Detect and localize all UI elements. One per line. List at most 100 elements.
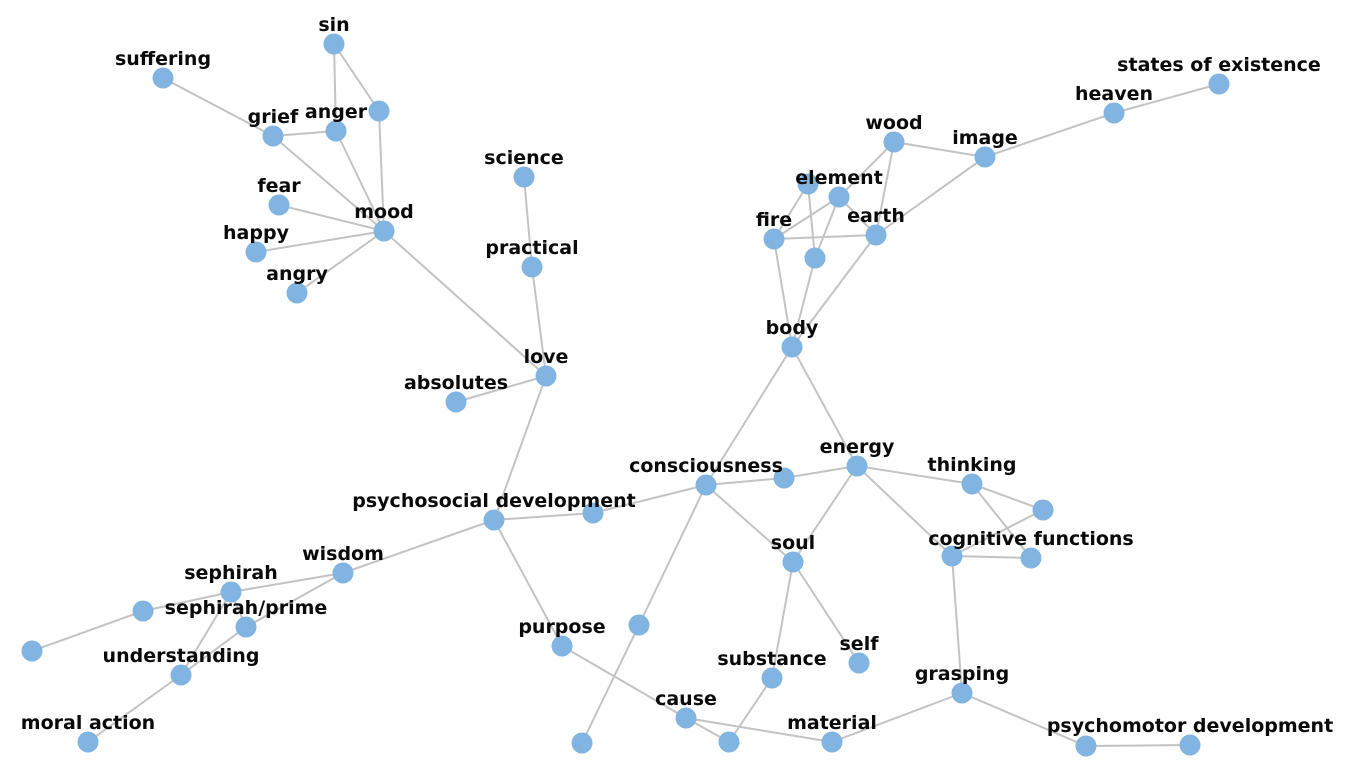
graph-node-fire[interactable] bbox=[763, 228, 785, 250]
graph-node-wood[interactable] bbox=[883, 131, 905, 153]
graph-node-absolutes[interactable] bbox=[445, 391, 467, 413]
node-label-moral_action: moral action bbox=[21, 712, 155, 734]
graph-node-wisdom[interactable] bbox=[332, 562, 354, 584]
edge-cause-material bbox=[685, 717, 833, 743]
edge-earth-image bbox=[875, 156, 986, 236]
graph-node-n_e[interactable] bbox=[1032, 499, 1054, 521]
node-label-love: love bbox=[524, 346, 569, 368]
nodes-layer bbox=[21, 33, 1230, 757]
graph-node-self[interactable] bbox=[848, 652, 870, 674]
edge-fear-mood bbox=[278, 204, 385, 232]
graph-node-grief[interactable] bbox=[262, 125, 284, 147]
node-label-sephirah: sephirah bbox=[184, 562, 278, 584]
graph-node-practical[interactable] bbox=[521, 256, 543, 278]
edge-substance-n_j bbox=[728, 677, 773, 743]
graph-node-sephirah_prime[interactable] bbox=[235, 616, 257, 638]
edge-n_e-n_f bbox=[951, 509, 1044, 557]
graph-node-angry[interactable] bbox=[286, 282, 308, 304]
node-label-material: material bbox=[787, 712, 877, 734]
edge-grasping-n_p1 bbox=[961, 692, 1087, 747]
node-label-suffering: suffering bbox=[115, 48, 211, 70]
edge-consciousness-n_d bbox=[705, 477, 785, 486]
graph-node-energy[interactable] bbox=[846, 455, 868, 477]
graph-node-sin[interactable] bbox=[323, 33, 345, 55]
node-label-heaven: heaven bbox=[1075, 83, 1153, 105]
graph-node-n_k[interactable] bbox=[132, 600, 154, 622]
graph-node-n_i[interactable] bbox=[628, 614, 650, 636]
node-label-psychodev: psychosocial development bbox=[352, 490, 635, 512]
graph-node-n_h[interactable] bbox=[571, 732, 593, 754]
graph-node-happy[interactable] bbox=[245, 241, 267, 263]
graph-node-states_of_existence[interactable] bbox=[1208, 73, 1230, 95]
graph-node-mood[interactable] bbox=[373, 220, 395, 242]
graph-node-moral_action[interactable] bbox=[77, 731, 99, 753]
graph-node-fear[interactable] bbox=[268, 194, 290, 216]
graph-node-heaven[interactable] bbox=[1103, 102, 1125, 124]
node-label-sephirah_prime: sephirah/prime bbox=[165, 597, 328, 619]
node-label-sin: sin bbox=[318, 14, 349, 36]
graph-node-n_p1[interactable] bbox=[1075, 735, 1097, 757]
edge-element-wood bbox=[838, 141, 895, 198]
graph-node-cause[interactable] bbox=[675, 707, 697, 729]
edge-thinking-cogfunc bbox=[971, 483, 1032, 559]
edge-soul-energy bbox=[792, 465, 858, 563]
edge-consciousness-n_i bbox=[638, 484, 707, 626]
edge-sin-n_a bbox=[333, 43, 380, 112]
edge-fire-element bbox=[773, 196, 840, 240]
graph-node-n_l[interactable] bbox=[21, 640, 43, 662]
edge-mood-love bbox=[383, 230, 547, 377]
graph-node-psychomotor[interactable] bbox=[1179, 734, 1201, 756]
graph-node-purpose[interactable] bbox=[551, 635, 573, 657]
edge-energy-body bbox=[791, 346, 858, 467]
graph-node-sephirah[interactable] bbox=[220, 581, 242, 603]
edge-body-earth bbox=[791, 234, 877, 348]
node-label-body: body bbox=[766, 317, 819, 339]
graph-node-n_p2[interactable] bbox=[582, 502, 604, 524]
edge-psychodev-wisdom bbox=[342, 519, 495, 574]
node-label-self: self bbox=[840, 633, 880, 655]
graph-node-thinking[interactable] bbox=[961, 473, 983, 495]
graph-node-n_b[interactable] bbox=[804, 247, 826, 269]
graph-node-earth[interactable] bbox=[865, 224, 887, 246]
graph-node-anger[interactable] bbox=[325, 120, 347, 142]
node-label-substance: substance bbox=[717, 648, 826, 670]
graph-node-consciousness[interactable] bbox=[695, 474, 717, 496]
edge-n_b-n_c bbox=[807, 183, 816, 259]
graph-node-material[interactable] bbox=[821, 731, 843, 753]
edge-grief-anger bbox=[272, 130, 337, 137]
graph-node-soul[interactable] bbox=[782, 551, 804, 573]
graph-node-n_a[interactable] bbox=[368, 100, 390, 122]
graph-node-substance[interactable] bbox=[761, 667, 783, 689]
node-label-soul: soul bbox=[771, 532, 815, 554]
graph-node-cogfunc[interactable] bbox=[1020, 547, 1042, 569]
graph-node-science[interactable] bbox=[513, 166, 535, 188]
edge-image-heaven bbox=[984, 112, 1115, 158]
edge-substance-soul bbox=[771, 561, 794, 679]
graph-node-image[interactable] bbox=[974, 146, 996, 168]
graph-node-n_f[interactable] bbox=[941, 545, 963, 567]
node-label-purpose: purpose bbox=[518, 616, 605, 638]
edge-n_a-mood bbox=[378, 110, 385, 232]
node-label-science: science bbox=[484, 147, 564, 169]
graph-node-love[interactable] bbox=[535, 365, 557, 387]
graph-node-body[interactable] bbox=[781, 336, 803, 358]
graph-node-n_j[interactable] bbox=[718, 731, 740, 753]
graph-node-grasping[interactable] bbox=[951, 682, 973, 704]
node-label-cause: cause bbox=[655, 688, 717, 710]
node-label-fear: fear bbox=[257, 175, 301, 197]
graph-node-n_c[interactable] bbox=[797, 173, 819, 195]
edge-n_f-grasping bbox=[951, 555, 963, 694]
graph-node-psychodev[interactable] bbox=[483, 509, 505, 531]
node-label-earth: earth bbox=[847, 205, 905, 227]
node-label-fire: fire bbox=[756, 209, 792, 231]
edge-fire-earth bbox=[773, 234, 877, 240]
edge-fire-n_c bbox=[773, 183, 809, 240]
edge-earth-wood bbox=[875, 141, 895, 236]
graph-node-n_d[interactable] bbox=[773, 467, 795, 489]
edge-sephirah-n_k bbox=[142, 591, 232, 612]
graph-node-element[interactable] bbox=[828, 186, 850, 208]
graph-node-understanding[interactable] bbox=[170, 664, 192, 686]
graph-node-suffering[interactable] bbox=[152, 67, 174, 89]
edge-thinking-n_e bbox=[971, 483, 1044, 511]
